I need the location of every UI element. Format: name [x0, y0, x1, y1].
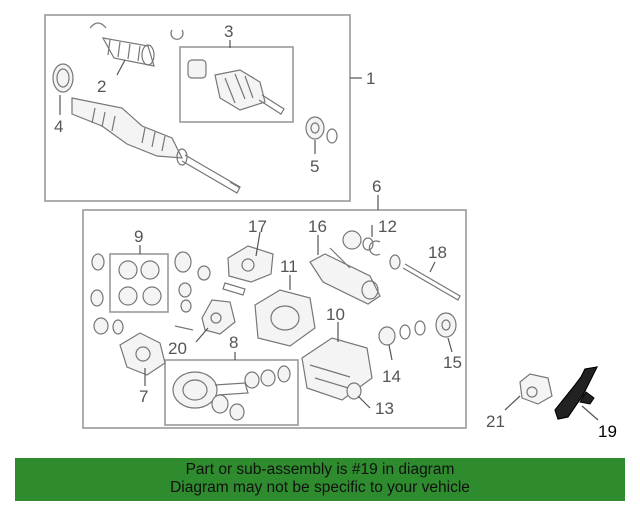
spacer-part [346, 382, 362, 400]
callout-6: 6 [372, 177, 381, 196]
driveshaft-group-frame [44, 14, 351, 202]
pinion-bearing-part [378, 320, 426, 346]
callout-21: 21 [486, 412, 505, 431]
differential-case-part [119, 332, 166, 376]
pinion-gear-subgroup-frame [109, 253, 169, 313]
callout-11: 11 [280, 257, 298, 276]
callout-20: 20 [168, 339, 187, 358]
companion-flange-part [435, 312, 457, 338]
bearings-part [174, 251, 246, 331]
callout-18: 18 [428, 243, 447, 262]
callout-12: 12 [378, 217, 397, 236]
seal-ring-part [52, 63, 74, 93]
callout-2: 2 [97, 77, 106, 96]
oil-seal-part [329, 230, 381, 269]
drive-shaft-part [71, 97, 241, 194]
banner-line-disclaimer: Diagram may not be specific to your vehi… [170, 479, 470, 496]
callout-7: 7 [139, 387, 148, 406]
pinion-gears-part [118, 260, 162, 306]
callout-14: 14 [382, 367, 401, 386]
callout-17: 17 [248, 217, 267, 236]
bracket-carrier-part [201, 299, 236, 335]
parts-diagram: 1 2 3 4 5 6 7 8 9 10 11 12 13 14 15 16 1… [44, 14, 617, 441]
differential-cover-part [254, 289, 316, 347]
callout-9: 9 [134, 227, 143, 246]
callout-16: 16 [308, 217, 327, 236]
notice-banner: Part or sub-assembly is #19 in diagram D… [15, 458, 625, 501]
small-washers-part [90, 253, 124, 335]
callout-3: 3 [224, 22, 233, 41]
output-shaft-part [389, 254, 461, 301]
differential-group-frame [82, 209, 467, 429]
callout-1: 1 [366, 69, 375, 88]
callout-8: 8 [229, 333, 238, 352]
ring-gear-subgroup-frame [164, 359, 299, 426]
callout-5: 5 [310, 157, 319, 176]
mount-support-part [309, 253, 381, 305]
callout-4: 4 [54, 117, 63, 136]
cv-joint-part [187, 59, 285, 115]
callout-15: 15 [443, 353, 462, 372]
callout-19: 19 [598, 422, 617, 441]
washer-part [305, 116, 338, 144]
callout-13: 13 [375, 399, 394, 418]
leader-lines [59, 40, 599, 421]
mount-bracket-part [519, 373, 553, 405]
boot-kit-part [89, 22, 184, 67]
extension-housing-part [227, 245, 274, 283]
joint-subgroup-frame [179, 46, 294, 123]
highlighted-bracket-part [554, 366, 599, 420]
ring-gear-part [172, 365, 291, 421]
callout-10: 10 [326, 305, 345, 324]
banner-line-part-number: Part or sub-assembly is #19 in diagram [185, 461, 455, 478]
